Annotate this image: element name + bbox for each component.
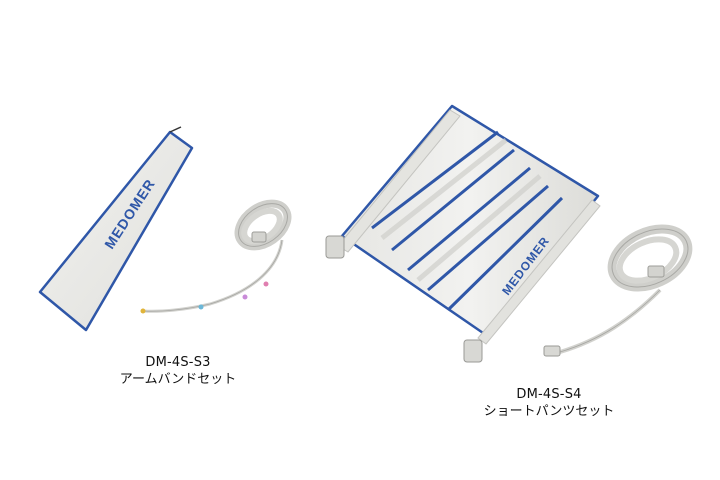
tube-marker-blue (198, 304, 204, 310)
arm-band-product-name: アームバンドセット (119, 372, 237, 387)
hose-connector (251, 231, 267, 243)
short-pants-sleeve: MEDOMER (325, 104, 601, 363)
arm-band-sleeve: MEDOMER (38, 126, 194, 332)
sleeve-zipper-pull (169, 126, 182, 133)
hose-end-connector (543, 345, 561, 357)
short-pants-caption: DM-4S-S4 ショートパンツセット (444, 386, 654, 420)
hose-connector-right (647, 265, 665, 278)
pants-connector-bottom (463, 339, 483, 363)
tube-marker-pink (263, 281, 269, 287)
short-pants-product-name: ショートパンツセット (483, 404, 615, 419)
arm-band-hose (140, 199, 292, 314)
short-pants-model-code: DM-4S-S4 (516, 387, 582, 402)
arm-band-caption: DM-4S-S3 アームバンドセット (78, 354, 278, 388)
tube-marker-purple (242, 294, 248, 300)
arm-band-model-code: DM-4S-S3 (145, 355, 211, 370)
tube-marker-yellow (140, 308, 146, 314)
pants-connector-left (325, 235, 345, 259)
short-pants-hose (543, 224, 693, 357)
